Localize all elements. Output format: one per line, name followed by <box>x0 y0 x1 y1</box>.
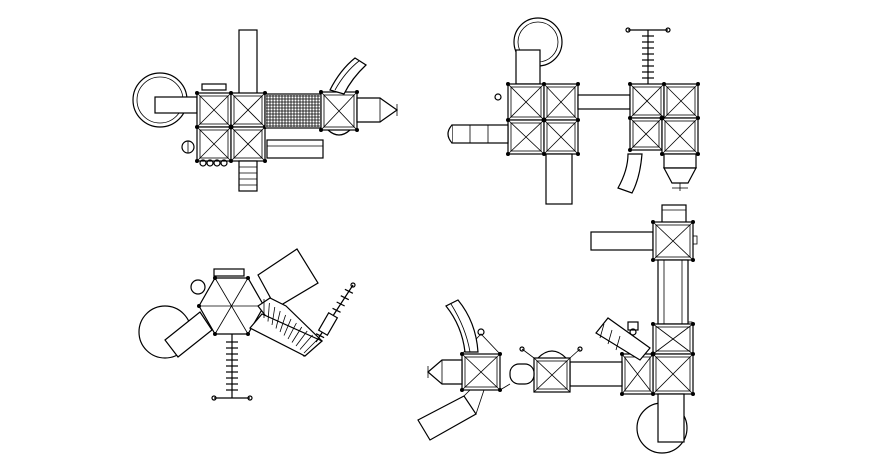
tube <box>447 124 509 144</box>
plan-4 <box>417 204 698 454</box>
roof-point <box>663 153 697 191</box>
step-arc <box>327 129 351 136</box>
plan-3 <box>138 248 356 401</box>
net-bridge <box>264 93 322 129</box>
bridge <box>577 94 631 110</box>
slide <box>595 317 651 361</box>
bench <box>266 139 324 159</box>
square-deck-group <box>628 82 700 156</box>
connector <box>154 96 198 114</box>
hexagon-deck <box>197 276 266 336</box>
handle <box>201 83 227 91</box>
ladder <box>545 153 573 205</box>
slide <box>617 153 643 194</box>
square-deck-group <box>195 91 267 163</box>
handle <box>213 268 245 277</box>
footholds <box>199 159 228 167</box>
step-circle <box>190 279 206 295</box>
climber <box>625 27 671 84</box>
bridge <box>657 259 693 331</box>
connector <box>164 311 213 358</box>
square-deck <box>460 328 511 392</box>
plan-2 <box>447 17 700 205</box>
ladder <box>238 160 258 192</box>
slide <box>329 57 367 95</box>
climber <box>315 282 356 343</box>
stepped-bridge <box>249 297 324 357</box>
square-deck-group <box>506 82 580 156</box>
bench <box>590 231 654 251</box>
plan-1 <box>132 29 399 192</box>
roof-point <box>356 97 399 123</box>
slide <box>445 299 479 353</box>
tube <box>509 363 535 385</box>
connector <box>515 49 541 85</box>
square-deck <box>651 220 698 262</box>
ladder <box>211 334 253 401</box>
tube <box>238 29 258 95</box>
square-deck <box>519 346 583 393</box>
slide <box>257 248 319 309</box>
slide <box>417 389 485 441</box>
ladder <box>657 393 685 443</box>
roof-point <box>427 359 463 385</box>
bridge <box>569 361 623 387</box>
square-deck-group <box>620 322 695 396</box>
square-deck <box>319 90 359 132</box>
